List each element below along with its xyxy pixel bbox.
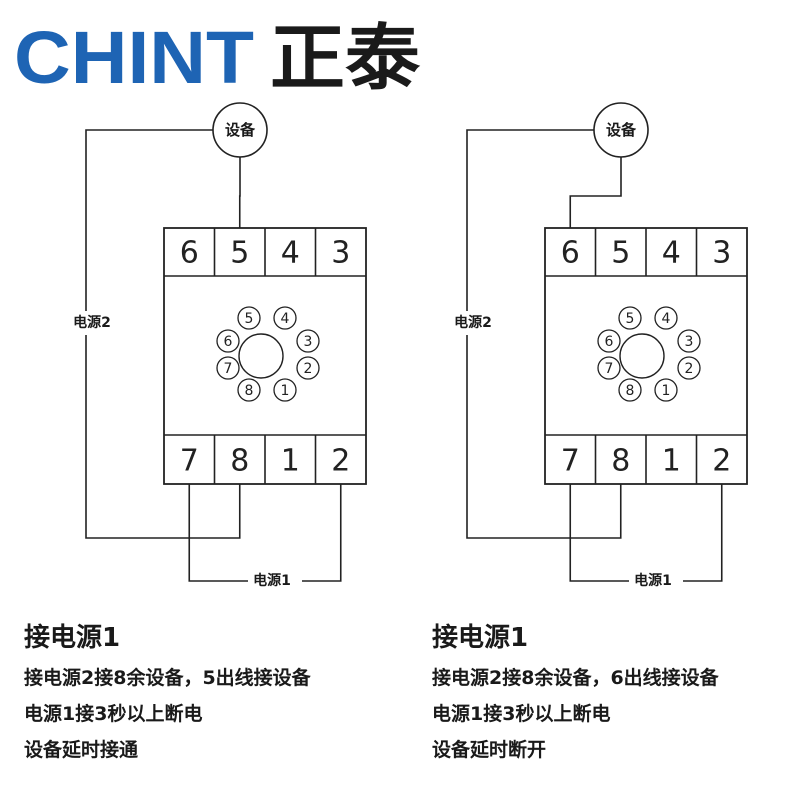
socket-pin: [273, 306, 297, 330]
power1-label-bg: [629, 570, 683, 592]
top-terminal-number: 5: [611, 236, 630, 271]
caption-title: 接电源1: [24, 623, 121, 653]
chint-logo: CHINT 正泰: [14, 16, 421, 100]
top-terminal-number: 3: [712, 236, 731, 271]
top-terminal-number: 6: [180, 236, 199, 271]
bottom-terminal-number: 8: [230, 444, 249, 479]
socket-pin: [296, 329, 320, 353]
top-terminal-number: 5: [230, 236, 249, 271]
socket-pin: [618, 378, 642, 402]
device-label: 设备: [225, 121, 256, 139]
top-terminal-number: 6: [561, 236, 580, 271]
socket-pin-number: 8: [626, 383, 635, 399]
power2-wire: [85, 129, 241, 539]
socket-pin-number: 1: [281, 383, 290, 399]
socket-center-hole: [619, 333, 665, 379]
device-circle: [593, 102, 649, 158]
socket-pin: [677, 356, 701, 380]
caption-line: 电源1接3秒以上断电: [24, 703, 203, 725]
socket-pin-number: 4: [281, 311, 290, 327]
bottom-terminal-number: 7: [180, 444, 199, 479]
caption-right: 接电源1 接电源2接8余设备，6出线接设备 电源1接3秒以上断电 设备延时断开: [432, 618, 800, 768]
socket-pin-number: 2: [304, 361, 313, 377]
socket-pin: [237, 306, 261, 330]
top-terminal-number: 3: [331, 236, 350, 271]
socket-pin-number: 6: [224, 334, 233, 350]
device-circle: [212, 102, 268, 158]
power2-label: 电源2: [454, 314, 492, 331]
socket-pin: [597, 329, 621, 353]
bottom-terminal-number: 1: [281, 444, 300, 479]
top-terminal-number: 4: [281, 236, 300, 271]
power1-wire: [188, 484, 342, 582]
bottom-terminal-number: 1: [662, 444, 681, 479]
top-terminal-number: 4: [662, 236, 681, 271]
caption-line: 设备延时断开: [432, 739, 547, 761]
socket-pin: [273, 378, 297, 402]
power1-label: 电源1: [634, 572, 672, 589]
logo-latin-text: CHINT: [14, 16, 254, 99]
socket-pin-number: 2: [685, 361, 694, 377]
socket-pin-number: 4: [662, 311, 671, 327]
power2-wire: [466, 129, 622, 539]
socket-pin: [216, 356, 240, 380]
power1-label: 电源1: [253, 572, 291, 589]
socket-pin: [654, 378, 678, 402]
socket-pin: [597, 356, 621, 380]
device-to-terminal-wire: [569, 157, 622, 228]
bottom-terminal-number: 7: [561, 444, 580, 479]
socket-pin: [296, 356, 320, 380]
bottom-terminal-number: 2: [712, 444, 731, 479]
socket-pin-number: 6: [605, 334, 614, 350]
socket-pin-number: 8: [245, 383, 254, 399]
power1-label-bg: [248, 570, 302, 592]
caption-title: 接电源1: [432, 623, 529, 653]
socket-center-hole: [238, 333, 284, 379]
caption-left: 接电源1 接电源2接8余设备，5出线接设备 电源1接3秒以上断电 设备延时接通: [24, 618, 404, 768]
device-label: 设备: [606, 121, 637, 139]
socket-pin-number: 3: [685, 334, 694, 350]
caption-line: 接电源2接8余设备，6出线接设备: [432, 667, 719, 689]
socket-pin-number: 5: [626, 311, 635, 327]
caption-line: 设备延时接通: [24, 739, 139, 761]
power2-label-bg: [64, 311, 108, 335]
socket-pin: [618, 306, 642, 330]
socket-pin-number: 7: [224, 361, 233, 377]
power1-wire: [569, 484, 723, 582]
socket-pin-number: 1: [662, 383, 671, 399]
caption-line: 接电源2接8余设备，5出线接设备: [24, 667, 311, 689]
bottom-terminal-number: 2: [331, 444, 350, 479]
socket-pin: [237, 378, 261, 402]
logo-chinese-text: 正泰: [270, 16, 421, 100]
caption-line: 电源1接3秒以上断电: [432, 703, 611, 725]
power2-label-bg: [445, 311, 489, 335]
power2-label: 电源2: [73, 314, 111, 331]
socket-pin-number: 3: [304, 334, 313, 350]
socket-pin-number: 5: [245, 311, 254, 327]
socket-pin: [216, 329, 240, 353]
socket-pin-number: 7: [605, 361, 614, 377]
socket-pin: [677, 329, 701, 353]
bottom-terminal-number: 8: [611, 444, 630, 479]
socket-pin: [654, 306, 678, 330]
